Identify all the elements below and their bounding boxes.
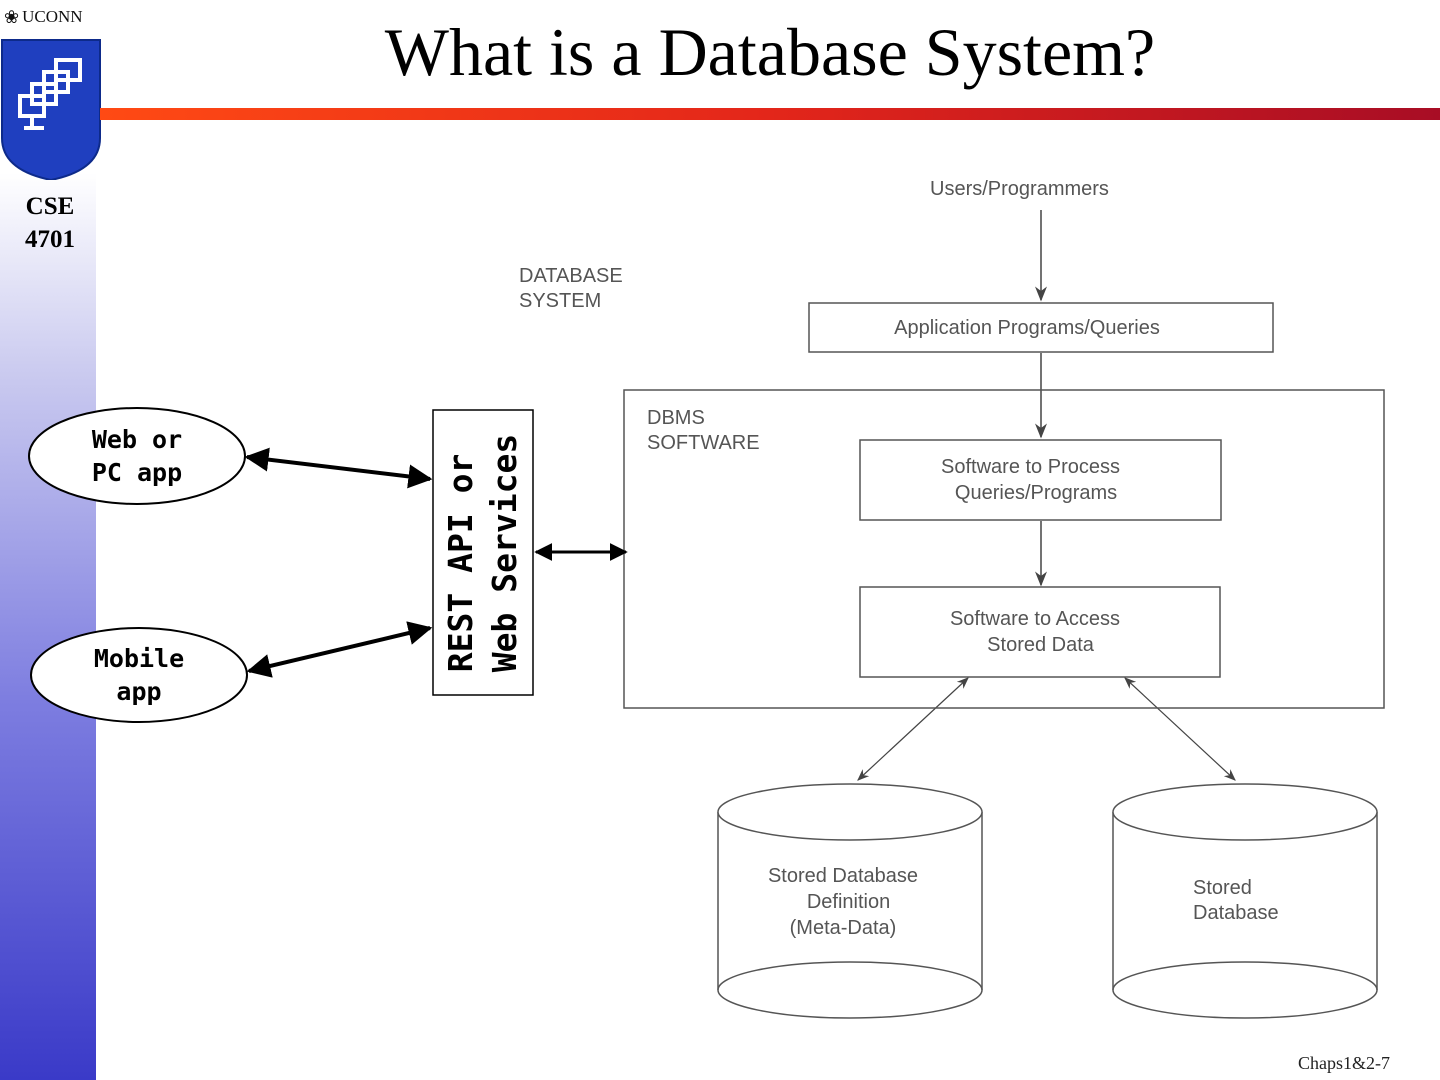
web-app-text: Web or PC app — [91, 425, 183, 487]
slide-title: What is a Database System? — [384, 14, 1156, 90]
web-to-api-arrow — [244, 447, 433, 489]
oak-leaf-icon: ❀ — [4, 7, 20, 27]
sidebar-gradient — [0, 0, 96, 1080]
stored-database-text: Stored Database — [1193, 877, 1279, 924]
title-rule — [100, 108, 1440, 120]
course-code: CSE 4701 — [25, 193, 75, 253]
rest-api-text: REST API or Web Services — [441, 433, 525, 672]
access-stored-arrow — [1124, 677, 1236, 781]
mobile-app-text: Mobile app — [93, 644, 185, 706]
slide-footer: Chaps1&2-7 — [1298, 1053, 1390, 1073]
process-queries-box — [859, 439, 1222, 521]
meta-data-text: Stored Database Definition (Meta-Data) — [767, 865, 919, 939]
access-data-box — [859, 586, 1221, 678]
process-queries-text: Software to Process Queries/Programs — [941, 456, 1120, 504]
rest-api-box — [432, 409, 534, 696]
university-name: UCONN — [22, 7, 83, 26]
stored-database-cylinder — [1112, 783, 1378, 1019]
mobile-to-api-arrow — [246, 621, 433, 678]
database-system-label: DATABASE SYSTEM — [519, 265, 623, 312]
app-programs-box — [808, 302, 1274, 353]
meta-data-cylinder — [717, 783, 983, 1019]
uconn-wordmark: ❀ UCONN — [4, 4, 83, 30]
rest-api-text-wrapper: REST API or Web Services — [433, 410, 533, 695]
cse-shield-logo — [0, 39, 101, 180]
access-data-text: Software to Access Stored Data — [949, 608, 1121, 656]
users-programmers-label: Users/Programmers — [930, 178, 1109, 200]
access-meta-arrow — [857, 677, 969, 781]
app-programs-text: Application Programs/Queries — [894, 316, 1160, 339]
dbms-software-label: DBMS SOFTWARE — [647, 407, 760, 454]
